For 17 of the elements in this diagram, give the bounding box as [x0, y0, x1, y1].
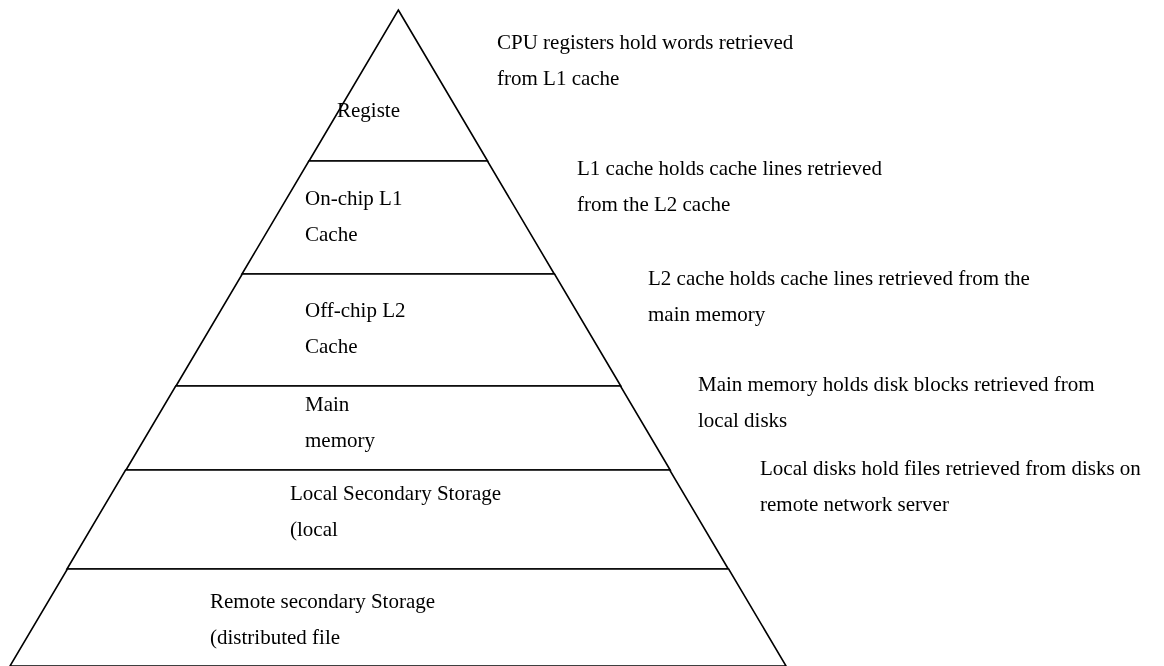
tier-label: Main memory [305, 391, 376, 454]
tier-label: Local Secondary Storage (local [290, 480, 503, 543]
tier-description: L2 cache holds cache lines retrieved from the main memory [648, 265, 1031, 328]
tier-label: Registe [337, 97, 401, 124]
pyramid-tier [67, 470, 729, 569]
pyramid-tier [308, 10, 488, 161]
pyramid-tier [9, 569, 786, 666]
tier-description: Main memory holds disk blocks retrieved from local disks [698, 371, 1096, 434]
tier-description: Local disks hold files retrieved from disks on remote network server [760, 455, 1142, 518]
tier-label: Remote secondary Storage (distributed file [210, 588, 437, 651]
tier-label: Off-chip L2 Cache [305, 297, 407, 360]
pyramid-tier [241, 161, 555, 274]
tier-description: L1 cache holds cache lines retrieved from the L2 cache [577, 155, 883, 218]
tier-description: CPU registers hold words retrieved from L1 cache [497, 29, 795, 92]
pyramid-tier [125, 386, 671, 470]
pyramid-tier [175, 274, 621, 386]
tier-label: On-chip L1 Cache [305, 185, 404, 248]
